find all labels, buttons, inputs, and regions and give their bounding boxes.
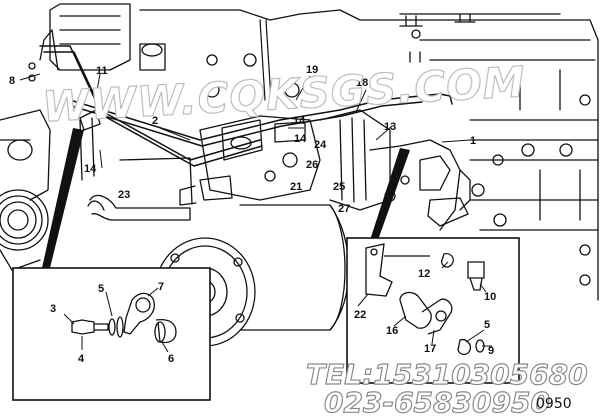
callout-21: 21 bbox=[290, 181, 302, 193]
inset-box-left bbox=[12, 267, 211, 401]
callout-2: 2 bbox=[152, 115, 158, 127]
callout-18: 18 bbox=[356, 77, 368, 89]
callout-7: 7 bbox=[158, 281, 164, 293]
figure-number: 0950 bbox=[536, 396, 572, 412]
callout-6: 6 bbox=[168, 353, 174, 365]
callout-5-right: 5 bbox=[484, 319, 490, 331]
callout-14-mid: 14 bbox=[294, 133, 307, 145]
callout-24: 24 bbox=[314, 139, 327, 151]
callout-23: 23 bbox=[118, 189, 130, 201]
pointer-wedge-left bbox=[42, 128, 84, 268]
callout-3: 3 bbox=[50, 303, 56, 315]
callout-25: 25 bbox=[333, 181, 345, 193]
callout-labels: 8 11 19 18 2 14 13 1 14 14 24 26 23 21 2… bbox=[9, 64, 496, 365]
callout-1-right: 1 bbox=[470, 135, 476, 147]
callout-10: 10 bbox=[484, 291, 496, 303]
callout-14-top: 14 bbox=[293, 115, 306, 127]
callout-16: 16 bbox=[386, 325, 398, 337]
callout-13: 13 bbox=[384, 121, 396, 133]
callout-5-left: 5 bbox=[98, 283, 104, 295]
inset-box-right bbox=[346, 237, 520, 384]
pointer-wedge-right bbox=[370, 148, 410, 240]
callout-9: 9 bbox=[488, 345, 494, 357]
callout-27: 27 bbox=[338, 203, 350, 215]
watermark-tel: TEL:15310305680 bbox=[306, 358, 588, 391]
callout-19: 19 bbox=[306, 64, 318, 76]
callout-22: 22 bbox=[354, 309, 366, 321]
inset-left-parts bbox=[71, 292, 177, 344]
callout-26: 26 bbox=[306, 159, 318, 171]
callout-14-left: 14 bbox=[84, 163, 97, 175]
callout-11: 11 bbox=[96, 65, 108, 77]
callout-17: 17 bbox=[424, 343, 436, 355]
callout-4: 4 bbox=[78, 353, 85, 365]
callout-12: 12 bbox=[418, 268, 430, 280]
callout-8: 8 bbox=[9, 75, 15, 87]
watermark-phone: 023-65830950 bbox=[324, 386, 550, 418]
leader-lines bbox=[19, 73, 492, 353]
